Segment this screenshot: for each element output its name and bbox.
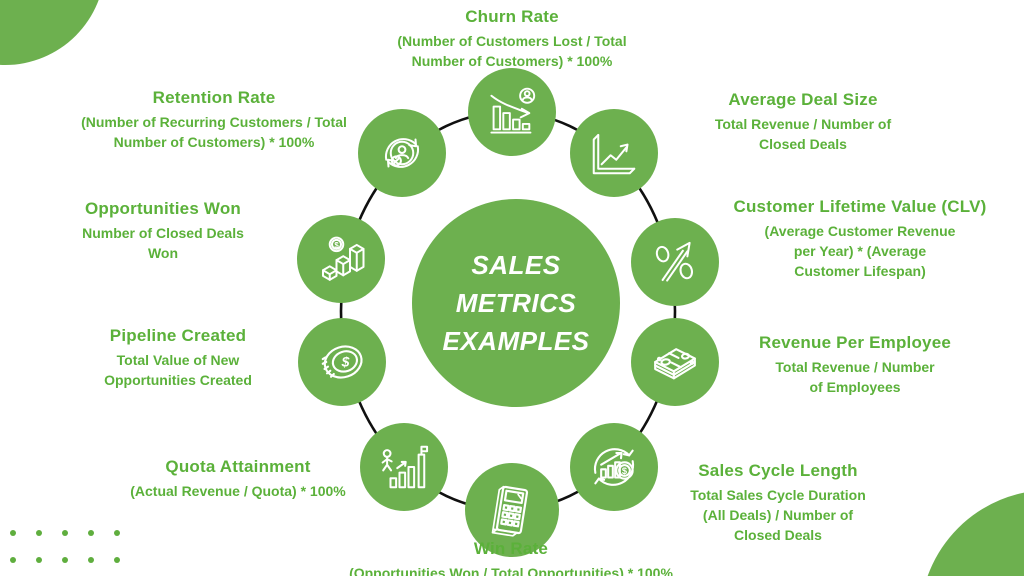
metric-label-revenue-per-employee: Revenue Per Employee Total Revenue / Num… [720,332,990,397]
percent-arrow-icon [655,241,694,282]
node-quota-attainment [360,423,448,511]
metric-formula: Total Revenue / Number of Closed Deals [714,116,892,152]
coin-iso-bars-icon: $ [321,236,365,281]
metric-title: Sales Cycle Length [698,461,858,480]
metric-label-average-deal-size: Average Deal Size Total Revenue / Number… [668,89,938,154]
metric-title: Opportunities Won [84,199,242,218]
node-win-rate [465,463,559,557]
metric-formula: (Number of Recurring Customers / Total N… [81,114,347,150]
svg-text:$: $ [334,241,339,250]
node-revenue-per-employee [631,318,719,406]
metric-formula: Total Revenue / Number of Employees [775,359,935,395]
center-circle: SALES METRICS EXAMPLES [412,199,620,407]
metric-title: Quota Attainment [165,457,311,476]
dollar-coin-icon: $ [321,345,363,379]
node-pipeline-created: $ [298,318,386,406]
metric-formula: (Opportunities Won / Total Opportunities… [349,565,673,576]
metric-title: Revenue Per Employee [758,333,952,352]
node-average-deal-size [570,109,658,197]
calculator-icon [491,485,529,537]
center-title-line: METRICS [455,288,577,318]
money-stack-icon [654,348,696,380]
metric-label-retention-rate: Retention Rate (Number of Recurring Cust… [59,87,369,152]
metric-title: Average Deal Size [728,90,878,109]
metric-label-churn-rate: Churn Rate (Number of Customers Lost / T… [352,6,672,71]
svg-text:$: $ [622,466,628,476]
svg-text:$: $ [341,354,350,370]
center-title-line: EXAMPLES [442,326,590,356]
climb-bars-flag-icon [381,445,429,489]
metric-title: Churn Rate [465,7,559,26]
cycle-bar-chart-coin-icon: $ [593,448,635,486]
retention-cycle-person-icon [384,138,420,168]
metric-title: Pipeline Created [109,326,247,345]
metric-formula: Total Sales Cycle Duration (All Deals) /… [690,487,866,543]
metric-formula: Number of Closed Deals Won [82,225,244,261]
center-title-line: SALES [471,250,561,280]
metric-label-win-rate: Win Rate (Opportunities Won / Total Oppo… [291,538,731,576]
metric-formula: (Actual Revenue / Quota) * 100% [130,483,346,499]
node-opportunities-won: $ [297,215,385,303]
node-churn-rate [468,68,556,156]
node-retention-rate [358,109,446,197]
growth-chart-3d-icon [592,133,636,175]
metric-label-customer-lifetime-value: Customer Lifetime Value (CLV) (Average C… [695,196,1024,281]
node-sales-cycle-length: $ [570,423,658,511]
metric-label-pipeline-created: Pipeline Created Total Value of New Oppo… [58,325,298,390]
metric-title: Customer Lifetime Value (CLV) [733,197,987,216]
metric-label-opportunities-won: Opportunities Won Number of Closed Deals… [43,198,283,263]
metric-formula: Total Value of New Opportunities Created [104,352,252,388]
metric-label-sales-cycle-length: Sales Cycle Length Total Sales Cycle Dur… [638,460,918,545]
metric-label-quota-attainment: Quota Attainment (Actual Revenue / Quota… [88,456,388,501]
metric-title: Win Rate [473,539,549,558]
declining-bar-chart-person-icon [490,87,536,134]
metric-formula: (Number of Customers Lost / Total Number… [397,33,627,69]
metric-title: Retention Rate [152,88,276,107]
metric-formula: (Average Customer Revenue per Year) * (A… [764,223,956,279]
node-customer-lifetime-value [631,218,719,306]
